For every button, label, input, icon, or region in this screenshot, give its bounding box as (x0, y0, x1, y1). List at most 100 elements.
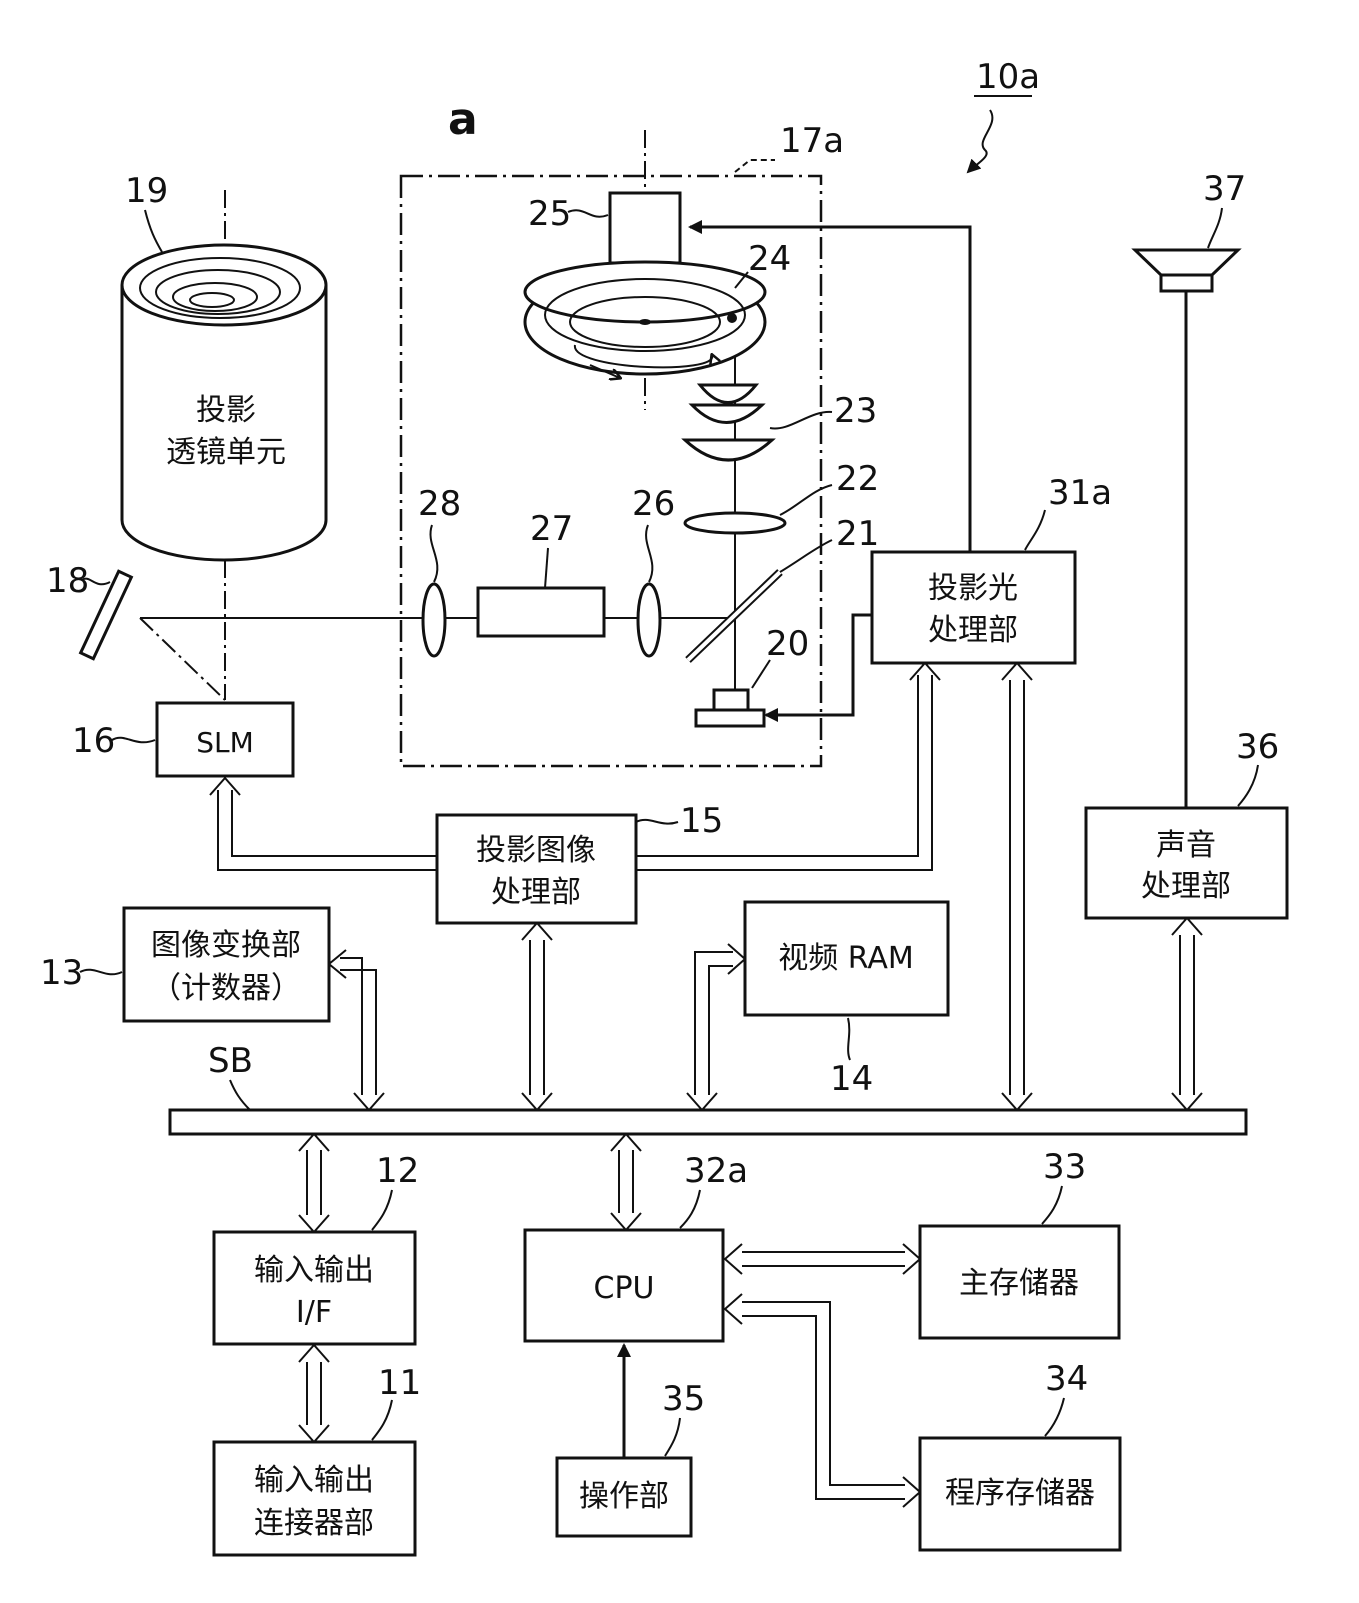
operation-unit-label: 操作部 (579, 1479, 669, 1514)
frame-ref-label: 17a (780, 121, 844, 161)
light-processor-box (870, 550, 1077, 665)
figure-ref-leader (966, 109, 994, 174)
operation-unit-box (555, 1456, 693, 1538)
light-source-20 (712, 688, 750, 712)
rod-integrator-27 (476, 586, 606, 638)
light-processor-ref: 31a (1048, 473, 1112, 513)
light-processor-label-2: 处理部 (928, 613, 1018, 648)
motor-25 (608, 191, 682, 265)
cpu-box (523, 1228, 725, 1343)
sound-processor-label-2: 处理部 (1141, 869, 1231, 904)
source-control-line (764, 613, 872, 722)
light-source-frame (399, 174, 823, 768)
vram-ref: 14 (830, 1059, 873, 1099)
io-interface-label-2: I/F (296, 1295, 332, 1330)
cpu-ref: 32a (684, 1151, 748, 1191)
program-memory-ref: 34 (1045, 1359, 1088, 1399)
main-memory-ref: 33 (1043, 1147, 1086, 1187)
bus-leader (229, 1079, 251, 1111)
bus-connectors (209, 661, 1203, 1508)
io-interface-box (212, 1230, 417, 1346)
main-memory-leader (1041, 1185, 1063, 1225)
lens-22 (683, 511, 787, 535)
lens-28-ref: 28 (418, 484, 461, 524)
operation-unit-leader (664, 1417, 681, 1457)
sound-processor-leader (1237, 764, 1259, 807)
speaker-ref: 37 (1203, 169, 1246, 209)
slm-label: SLM (196, 726, 254, 759)
motor-leader (567, 209, 609, 218)
slm-leader (111, 736, 156, 744)
lens-23-ref: 23 (834, 391, 877, 431)
light-source-base (694, 708, 766, 728)
source-leader (751, 659, 771, 689)
lens-unit-ref: 19 (125, 171, 168, 211)
io-connector-ref: 11 (378, 1363, 421, 1403)
lens-22-leader (779, 484, 833, 516)
wheel-ref: 24 (748, 239, 791, 279)
image-processor-leader (635, 818, 679, 825)
light-processor-leader (1024, 509, 1046, 551)
dichroic-mirror-21-inner (686, 570, 782, 662)
main-memory-box (918, 1224, 1121, 1340)
program-memory-leader (1044, 1397, 1065, 1437)
io-connector-label-2: 连接器部 (254, 1506, 374, 1541)
speaker-37 (1131, 248, 1242, 293)
motor-ref: 25 (528, 194, 571, 234)
main-memory-label: 主存储器 (959, 1266, 1079, 1301)
lens-26-leader (645, 524, 654, 583)
lens-26-ref: 26 (632, 484, 675, 524)
vram-label: 视频 RAM (778, 941, 914, 976)
lens-unit-leader (144, 209, 163, 253)
source-ref: 20 (766, 624, 809, 664)
image-converter-leader (79, 968, 123, 976)
program-memory-label: 程序存储器 (945, 1476, 1095, 1511)
light-processor-label-1: 投影光 (928, 571, 1018, 606)
frame-ref-leader (734, 159, 775, 173)
io-connector-box (212, 1440, 417, 1557)
lens-22-ref: 22 (836, 459, 879, 499)
slm-ref: 16 (72, 721, 115, 761)
rod-leader (544, 547, 549, 589)
program-memory-box (918, 1436, 1122, 1552)
rod-ref: 27 (530, 509, 573, 549)
sound-processor-box (1084, 806, 1289, 920)
vram-box (743, 900, 950, 1017)
lens-unit-label-2: 透镜单元 (166, 435, 286, 470)
lens-group-23 (681, 383, 776, 462)
io-interface-ref: 12 (376, 1151, 419, 1191)
sound-processor-label-1: 声音 (1156, 828, 1216, 863)
operation-unit-ref: 35 (662, 1379, 705, 1419)
motor-control-line (688, 220, 972, 552)
mirror-18-ref: 18 (46, 561, 89, 601)
panel-label: a (448, 94, 478, 145)
image-converter-label-2: （计数器） (151, 971, 301, 1006)
reflected-beam (139, 617, 226, 701)
image-converter-ref: 13 (40, 953, 83, 993)
lens-26 (636, 582, 662, 658)
sound-processor-ref: 36 (1236, 727, 1279, 767)
lens-28 (421, 582, 447, 658)
mirror-18-leader (81, 577, 111, 586)
image-processor-ref: 15 (680, 801, 723, 841)
projection-lens-unit: 投影 透镜单元 (120, 243, 328, 562)
mirror-21-ref: 21 (836, 514, 879, 554)
mirror-18 (78, 569, 134, 661)
figure-ref-label: 10a (976, 57, 1040, 97)
io-connector-leader (371, 1399, 393, 1441)
cpu-label: CPU (594, 1271, 655, 1306)
lens-23-leader (769, 410, 833, 430)
cpu-leader (679, 1189, 701, 1229)
mirror-21-leader (779, 539, 833, 573)
wheel-leader (734, 271, 749, 289)
io-connector-label-1: 输入输出 (254, 1463, 374, 1498)
bus-ref: SB (208, 1041, 253, 1081)
color-wheel-24 (523, 260, 767, 378)
vram-leader (847, 1017, 851, 1061)
slm-box (155, 701, 295, 778)
image-processor-label-1: 投影图像 (476, 833, 596, 868)
io-interface-leader (371, 1189, 393, 1231)
image-converter-label-1: 图像变换部 (151, 928, 301, 963)
lens-unit-label-1: 投影 (196, 393, 256, 428)
